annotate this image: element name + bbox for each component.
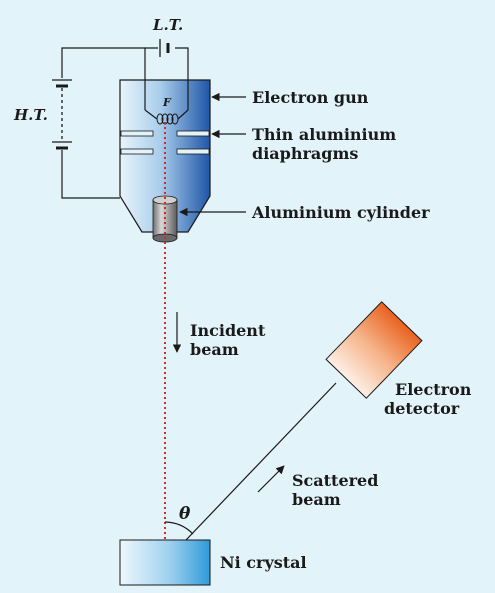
incident-label-line1: Incident bbox=[190, 321, 266, 340]
ht-battery bbox=[52, 79, 72, 150]
diaphragm-slot bbox=[176, 148, 210, 155]
lt-label: L.T. bbox=[152, 16, 183, 34]
electron-gun-body bbox=[119, 79, 211, 233]
electron-gun-label: Electron gun bbox=[252, 88, 369, 107]
ni-crystal-label: Ni crystal bbox=[220, 553, 307, 572]
electron-detector bbox=[325, 301, 423, 399]
theta-arc bbox=[164, 521, 194, 535]
diaphragm-slot bbox=[176, 130, 210, 137]
lt-battery bbox=[159, 39, 170, 57]
diaphragms-label-line2: diaphragms bbox=[252, 144, 358, 163]
ht-label: H.T. bbox=[13, 106, 48, 124]
filament-label: F bbox=[162, 96, 172, 109]
scattered-label-line1: Scattered bbox=[292, 471, 378, 490]
theta-label: θ bbox=[179, 504, 191, 524]
incident-label-line2: beam bbox=[190, 340, 239, 359]
aluminium-cylinder bbox=[152, 195, 178, 243]
cylinder-label: Aluminium cylinder bbox=[251, 203, 430, 222]
diaphragms-label-line1: Thin aluminium bbox=[252, 125, 396, 144]
detector-label-line1: Electron bbox=[395, 380, 472, 399]
diaphragm-slot bbox=[120, 130, 154, 137]
circuit-wires bbox=[61, 47, 189, 199]
scattered-direction-arrow bbox=[257, 465, 285, 493]
pointer-arrows bbox=[172, 92, 285, 493]
diaphragm-slot bbox=[120, 148, 154, 155]
ni-crystal bbox=[119, 539, 211, 586]
scattered-label-line2: beam bbox=[292, 490, 341, 509]
scattered-beam bbox=[164, 382, 337, 563]
detector-label-line2: detector bbox=[384, 399, 460, 418]
